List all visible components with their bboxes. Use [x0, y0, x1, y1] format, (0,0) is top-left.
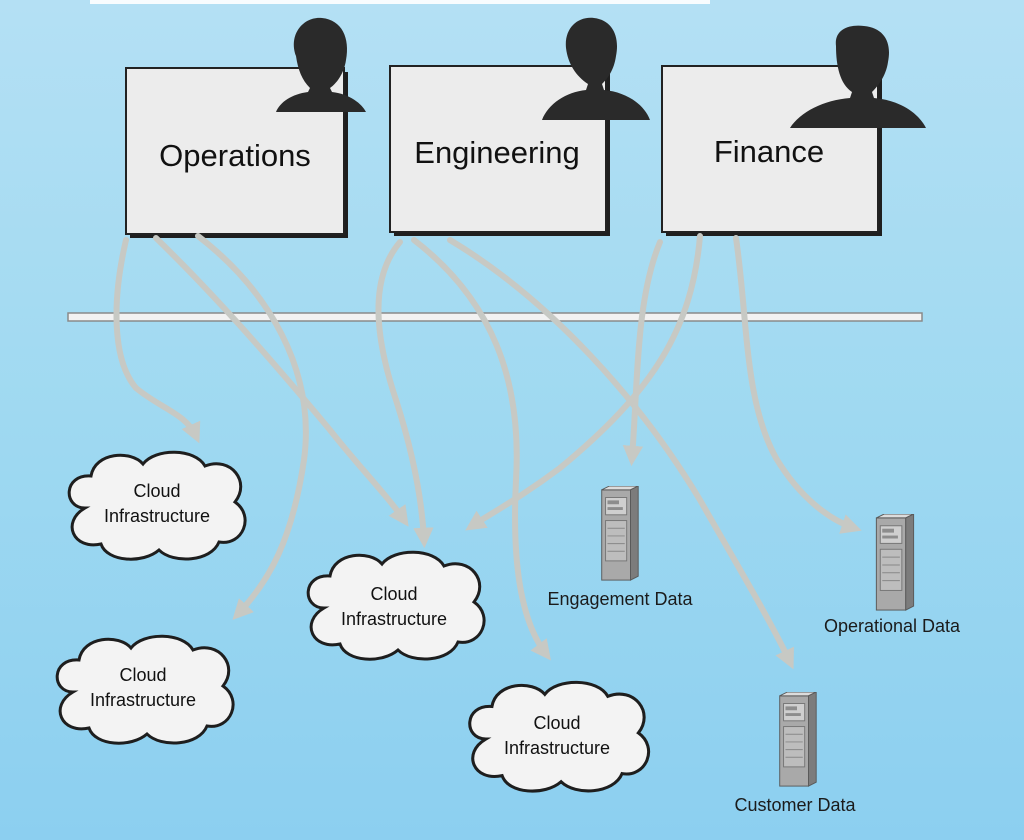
department-label-engineering: Engineering [414, 135, 579, 170]
arrow-finance-to-cloud-2 [465, 233, 703, 531]
department-label-operations: Operations [159, 138, 311, 173]
arrow-engineering-to-cloud-4 [411, 237, 551, 661]
arrow-finance-to-engagement-data [622, 239, 663, 467]
network-bar [67, 312, 923, 322]
arrow-operations-to-cloud-2 [153, 235, 409, 527]
server-engagement-data: Engagement Data [547, 486, 694, 609]
cloud-2-label-line2: Infrastructure [341, 609, 447, 629]
cloud-4-label-line2: Infrastructure [504, 738, 610, 758]
cloud-4: Cloud Infrastructure [468, 680, 651, 793]
department-box-finance: Finance [661, 65, 882, 236]
cloud-1: Cloud Infrastructure [67, 450, 247, 561]
server-icon [779, 692, 817, 787]
department-label-finance: Finance [714, 134, 824, 169]
cloud-3-label-line2: Infrastructure [90, 690, 196, 710]
server-label-engagement-data: Engagement Data [547, 589, 693, 609]
arrow-engineering-to-cloud-2 [375, 239, 434, 549]
person-icon-finance [790, 25, 926, 129]
cloud-1-label-line2: Infrastructure [104, 506, 210, 526]
server-customer-data: Customer Data [734, 692, 857, 815]
person-icon-operations [276, 17, 366, 112]
person-icon-engineering [542, 17, 650, 120]
server-icon [601, 486, 639, 581]
cloud-3: Cloud Infrastructure [55, 634, 235, 745]
arrow-operations-to-cloud-1 [113, 237, 201, 444]
department-box-engineering: Engineering [389, 65, 610, 236]
server-label-operational-data: Operational Data [824, 616, 961, 636]
cloud-2: Cloud Infrastructure [306, 550, 486, 661]
arrow-engineering-to-customer-data [447, 237, 794, 670]
cloud-1-label-line1: Cloud [133, 481, 180, 501]
server-icon [875, 514, 915, 611]
cloud-3-label-line1: Cloud [119, 665, 166, 685]
top-edge-strip [90, 0, 710, 4]
server-label-customer-data: Customer Data [734, 795, 856, 815]
arrow-finance-to-operational-data [733, 235, 862, 534]
arrow-operations-to-cloud-3 [195, 233, 309, 620]
arrows [113, 233, 862, 670]
cloud-2-label-line1: Cloud [370, 584, 417, 604]
server-operational-data: Operational Data [824, 514, 961, 636]
cloud-4-label-line1: Cloud [533, 713, 580, 733]
